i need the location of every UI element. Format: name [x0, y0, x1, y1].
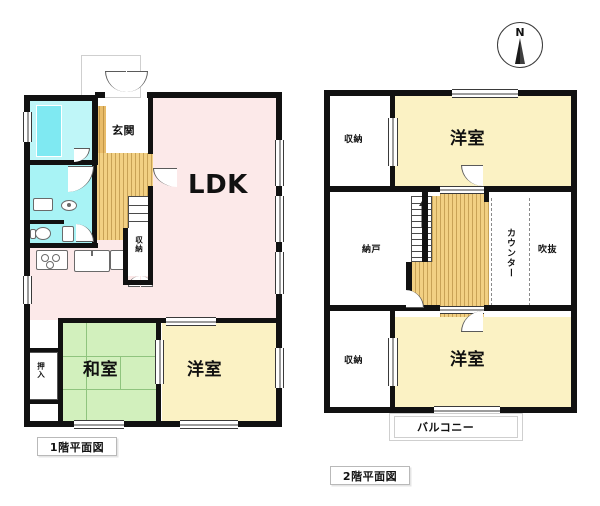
label-oshiire: 押入 — [36, 362, 46, 379]
room-fukinuke — [530, 196, 571, 307]
room-washitsu — [63, 323, 156, 421]
stove-burner-3 — [46, 261, 54, 269]
window-f1-ldk-right-upper[interactable] — [275, 140, 284, 186]
wall-f2-divider-lower — [324, 305, 440, 311]
window-f2-shuno-bottom-divider[interactable] — [388, 338, 398, 386]
compass-needle-right — [520, 38, 525, 64]
counter-dashed-line-right — [529, 198, 530, 306]
label-ldk: LDK — [188, 170, 248, 200]
compass-rose: N — [497, 22, 543, 68]
floor-1-plan: 収納 押入 — [0, 0, 300, 470]
label-counter: カウンター — [505, 228, 515, 278]
floor2-hall-wood — [432, 196, 489, 307]
tatami-line-2 — [63, 389, 156, 390]
genkan-shoe-cabinet — [95, 106, 106, 154]
label-shuno-floor2-bottom: 収納 — [344, 356, 364, 366]
room-shuno-floor2-top — [330, 96, 390, 186]
window-f2-yoshitsu-top[interactable] — [452, 89, 518, 98]
label-shuno-floor1: 収納 — [134, 236, 144, 253]
window-f1-bath-left[interactable] — [23, 112, 32, 142]
toilet-tank — [30, 229, 36, 239]
wall-f1-top-left — [24, 95, 95, 101]
window-f1-washitsu-top[interactable] — [166, 317, 216, 326]
label-fukinuke: 吹抜 — [538, 245, 558, 255]
balcony-inner-outline — [394, 416, 518, 438]
wall-f1-left-lower — [24, 323, 30, 427]
wall-f1-stair-left — [123, 228, 128, 284]
window-f1-yoshitsu-right[interactable] — [275, 348, 284, 388]
vanity-sink — [33, 198, 53, 211]
label-yoshitsu-floor2-bottom: 洋室 — [450, 350, 485, 370]
wall-f2-top — [324, 90, 577, 96]
wall-f1-bath-bottom — [24, 160, 98, 165]
room-counter — [492, 196, 530, 307]
wall-f2-divider-upper — [324, 186, 440, 192]
stove-burner-2 — [52, 254, 60, 262]
tatami-line-4 — [120, 356, 121, 389]
label-genkan: 玄関 — [112, 124, 135, 137]
wall-f1-hall-right-upper — [148, 186, 153, 284]
toilet-side-cabinet — [62, 226, 74, 242]
wall-f2-divider-upper-right — [484, 186, 577, 192]
wall-f1-oshiire-top — [24, 348, 58, 352]
window-f2-stair-top[interactable] — [440, 186, 484, 194]
wall-f2-nando-right — [422, 192, 428, 262]
window-f1-ldk-right-bottom[interactable] — [275, 252, 284, 294]
wall-f2-divider-lower-right — [484, 305, 577, 311]
wall-f2-left — [324, 90, 330, 413]
room-shuno-floor2-bottom — [330, 317, 390, 407]
label-yoshitsu-floor1: 洋室 — [187, 360, 222, 380]
floor1-caption: 1階平面図 — [37, 437, 117, 456]
wall-f1-wash-right — [92, 165, 97, 247]
window-f1-washitsu-bottom[interactable] — [74, 420, 124, 429]
window-f1-kitchen-left[interactable] — [23, 276, 32, 304]
wall-f1-hall-bottom — [123, 280, 153, 285]
stove-burner-1 — [41, 254, 49, 262]
wall-f1-top-right — [147, 92, 276, 98]
wall-f1-bottom — [24, 421, 282, 427]
wall-f1-oshiire-right — [58, 323, 63, 421]
wall-f1-genkan-right — [148, 92, 153, 154]
wall-f1-bath-right — [92, 95, 98, 165]
hall-wood-floor-lower — [95, 190, 128, 240]
tatami-line-1 — [63, 356, 156, 357]
room-yoshitsu-floor2-bottom — [395, 317, 571, 407]
label-nando: 納戸 — [362, 245, 382, 255]
room-yoshitsu-floor2-top — [395, 96, 571, 186]
tatami-line-3 — [86, 323, 87, 421]
wall-f2-stairwell-right — [484, 192, 489, 202]
window-f2-shuno-top-divider[interactable] — [388, 118, 398, 166]
counter-dashed-line-left — [491, 198, 492, 306]
floor2-caption: 2階平面図 — [330, 466, 410, 485]
window-f1-ldk-right-lower[interactable] — [275, 196, 284, 242]
label-yoshitsu-floor2-top: 洋室 — [450, 129, 485, 149]
label-washitsu: 和室 — [83, 360, 118, 380]
balcony-outline — [389, 413, 523, 441]
label-shuno-floor2-top: 収納 — [344, 135, 364, 145]
washbasin-drain — [67, 203, 71, 207]
bathtub — [36, 105, 62, 157]
wall-f1-toilet-bottom — [24, 243, 98, 248]
compass-needle-left — [515, 38, 520, 64]
window-f1-yoshitsu-bottom[interactable] — [180, 420, 238, 429]
wall-f2-right — [571, 90, 577, 413]
wall-f2-nando-right-lower — [406, 262, 412, 311]
room-yoshitsu-floor1 — [162, 323, 276, 421]
wall-f1-oshiire-bottom — [24, 400, 58, 404]
compass-north-label: N — [515, 26, 525, 39]
kitchen-faucet — [91, 250, 93, 256]
window-f2-stair-bottom[interactable] — [440, 306, 484, 314]
window-f1-washitsu-divider[interactable] — [155, 340, 164, 384]
wall-f1-toilet-top — [24, 220, 64, 224]
label-balcony: バルコニー — [417, 421, 475, 434]
wall-f1-top-genkan — [95, 92, 105, 98]
room-ldk — [153, 98, 276, 320]
